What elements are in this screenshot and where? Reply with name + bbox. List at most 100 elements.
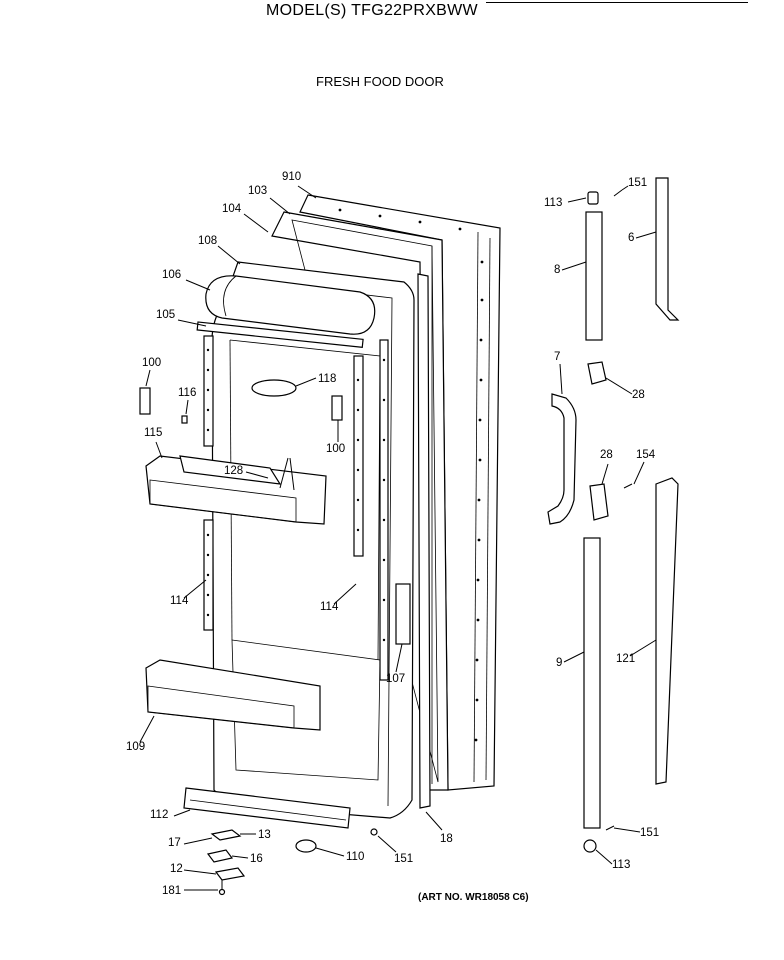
screw-lower — [605, 825, 615, 831]
callout-104: 104 — [222, 203, 242, 215]
callout-115: 115 — [144, 427, 162, 439]
section-title: FRESH FOOD DOOR — [316, 74, 444, 89]
leader-6 — [635, 231, 657, 239]
leader-112 — [173, 809, 191, 817]
leader-lines — [139, 185, 657, 891]
callout-17: 17 — [168, 837, 181, 849]
leader-7 — [559, 363, 563, 395]
leader-18 — [425, 811, 443, 831]
door-gasket — [395, 273, 431, 809]
callout-910: 910 — [282, 171, 301, 183]
door-liner — [203, 261, 415, 819]
leader-151a — [377, 835, 397, 853]
mount-bracket-lower — [589, 483, 609, 521]
leader-114a — [183, 579, 207, 599]
callout-108: 108 — [198, 235, 217, 247]
callout-106: 106 — [162, 269, 181, 281]
callout-121: 121 — [616, 653, 635, 665]
leader-8 — [561, 261, 587, 271]
outer-door-panel — [271, 194, 501, 791]
leader-109 — [139, 715, 155, 743]
leader-108 — [217, 245, 241, 265]
leader-12 — [183, 869, 217, 875]
callout-154: 154 — [636, 449, 656, 461]
callout-7: 7 — [554, 351, 560, 363]
leader-151b — [621, 185, 629, 191]
mount-bracket-upper — [587, 361, 607, 385]
callout-8: 8 — [554, 264, 560, 276]
callout-128: 128 — [224, 465, 243, 477]
callout-16: 16 — [250, 853, 263, 865]
leader-107 — [395, 643, 403, 673]
header-rule — [486, 2, 748, 3]
callout-113a: 113 — [544, 197, 562, 209]
callout-114b: 114 — [320, 601, 339, 613]
handle-trim-upper — [655, 177, 680, 321]
egg-tray — [251, 379, 297, 397]
callout-18: 18 — [440, 833, 453, 845]
end-cap-lower — [583, 839, 597, 853]
callout-110: 110 — [346, 851, 364, 863]
leader-118 — [295, 377, 317, 387]
handle-trim-lower — [655, 477, 679, 785]
callout-151c: 151 — [640, 827, 659, 839]
leader-16 — [231, 855, 249, 859]
screw-upper — [613, 189, 623, 197]
end-cap-upper — [587, 191, 599, 205]
handle-bracket-lower — [583, 537, 601, 829]
leader-104 — [243, 213, 269, 233]
lower-shelf — [145, 659, 321, 731]
bottom-trim — [183, 787, 351, 829]
leader-105 — [177, 319, 207, 327]
leader-110 — [315, 847, 345, 857]
leader-114b — [333, 583, 357, 605]
callout-9: 9 — [556, 657, 562, 669]
door-handle — [547, 393, 577, 525]
callout-113b: 113 — [612, 859, 630, 871]
callout-100b: 100 — [326, 443, 345, 455]
callout-28b: 28 — [600, 449, 613, 461]
leader-910 — [297, 185, 317, 199]
leader-100a — [145, 369, 151, 387]
leader-106 — [185, 279, 211, 291]
callout-118: 118 — [318, 373, 336, 385]
callout-151a: 151 — [394, 853, 413, 865]
leader-28a — [605, 377, 633, 395]
callout-6: 6 — [628, 232, 634, 244]
callout-109: 109 — [126, 741, 145, 753]
art-number: (ART NO. WR18058 C6) — [418, 892, 529, 903]
handle-bracket-upper — [585, 211, 603, 341]
callout-181: 181 — [162, 885, 181, 897]
leader-151c — [613, 827, 641, 833]
leader-154 — [633, 461, 645, 485]
hinge-parts — [206, 828, 378, 896]
leader-113b — [595, 849, 613, 865]
callout-13: 13 — [258, 829, 271, 841]
leader-28b — [601, 463, 609, 485]
callout-114a: 114 — [170, 595, 189, 607]
leader-9 — [563, 651, 585, 663]
dairy-cover — [196, 275, 376, 348]
callout-105: 105 — [156, 309, 175, 321]
callout-151b: 151 — [628, 177, 647, 189]
leader-128 — [245, 471, 269, 479]
leader-121 — [629, 639, 657, 657]
leader-116 — [185, 399, 189, 415]
leader-103 — [269, 197, 291, 215]
callout-107: 107 — [386, 673, 405, 685]
leader-113a — [567, 197, 587, 203]
small-clip — [181, 415, 188, 424]
model-title: MODEL(S) TFG22PRXBWW — [266, 2, 478, 19]
callout-116: 116 — [178, 387, 196, 399]
leader-17 — [183, 837, 213, 845]
callout-12: 12 — [170, 863, 183, 875]
leader-115 — [155, 441, 163, 459]
screw-154 — [623, 483, 633, 489]
upper-shelf — [145, 455, 327, 525]
callout-100a: 100 — [142, 357, 161, 369]
callout-112: 112 — [150, 809, 168, 821]
callout-103: 103 — [248, 185, 267, 197]
